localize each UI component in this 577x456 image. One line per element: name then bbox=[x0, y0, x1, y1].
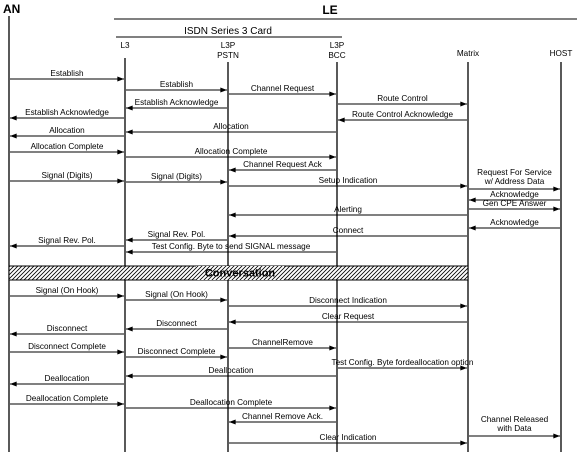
message-label-19: Alerting bbox=[334, 205, 362, 214]
l3p-pstn-header-line2: PSTN bbox=[217, 51, 239, 60]
an-header: AN bbox=[3, 2, 20, 16]
message-label-34: Test Config. Byte fordeallocation option bbox=[331, 358, 473, 367]
message-label-18: Gen CPE Answer bbox=[483, 199, 547, 208]
message-label-32: Disconnect Complete bbox=[28, 342, 106, 351]
message-label-9: Allocation bbox=[49, 126, 85, 135]
le-header: LE bbox=[322, 3, 337, 17]
message-label-5: Establish Acknowledge bbox=[135, 98, 219, 107]
message-label-8: Allocation bbox=[213, 122, 249, 131]
l3p-pstn-header-line1: L3P bbox=[221, 41, 236, 50]
message-label-38: Deallocation Complete bbox=[190, 398, 273, 407]
message-label-21: Connect bbox=[333, 226, 364, 235]
message-label-24: Test Config. Byte to send SIGNAL message bbox=[152, 242, 311, 251]
message-label-39: Channel Remove Ack. bbox=[242, 412, 323, 421]
card-header: ISDN Series 3 Card bbox=[184, 26, 272, 37]
message-label-11: Allocation Complete bbox=[195, 147, 268, 156]
conversation-banner-center bbox=[196, 266, 284, 280]
message-label-27: Disconnect Indication bbox=[309, 296, 387, 305]
message-label-17: Acknowledge bbox=[490, 190, 539, 199]
message-label-23: Signal Rev. Pol. bbox=[38, 236, 96, 245]
message-label-7: Route Control Acknowledge bbox=[352, 110, 453, 119]
l3-header: L3 bbox=[120, 41, 130, 50]
message-label-15: Setup Indication bbox=[319, 176, 378, 185]
message-label-1: Establish bbox=[50, 69, 84, 78]
message-label-29: Disconnect bbox=[156, 319, 197, 328]
message-label-10: Allocation Complete bbox=[31, 142, 104, 151]
message-label-12: Channel Request Ack bbox=[243, 160, 323, 169]
message-label-35: Deallocation bbox=[208, 366, 254, 375]
message-label-25: Signal (On Hook) bbox=[36, 286, 99, 295]
l3p-bcc-header-line1: L3P bbox=[330, 41, 345, 50]
host-header: HOST bbox=[550, 49, 573, 58]
message-label-20: Acknowledge bbox=[490, 218, 539, 227]
message-label-41: Clear Indication bbox=[320, 433, 377, 442]
message-label-13: Signal (Digits) bbox=[42, 171, 93, 180]
message-label-14: Signal (Digits) bbox=[151, 172, 202, 181]
message-label-33: Disconnect Complete bbox=[138, 347, 216, 356]
l3p-bcc-header-line2: BCC bbox=[328, 51, 345, 60]
conversation-label: Conversation bbox=[205, 268, 276, 280]
message-label-4: Route Control bbox=[377, 94, 428, 103]
message-label-28: Clear Request bbox=[322, 312, 375, 321]
message-label-36: Deallocation bbox=[44, 374, 90, 383]
message-label-3: Channel Request bbox=[251, 84, 315, 93]
message-label-2: Establish bbox=[160, 80, 194, 89]
message-label-26: Signal (On Hook) bbox=[145, 290, 208, 299]
message-label-31: ChannelRemove bbox=[252, 338, 313, 347]
message-label-30: Disconnect bbox=[47, 324, 88, 333]
matrix-header: Matrix bbox=[457, 49, 479, 58]
message-label-37: Deallocation Complete bbox=[26, 394, 109, 403]
message-label-22: Signal Rev. Pol. bbox=[148, 230, 206, 239]
message-label-6: Establish Acknowledge bbox=[25, 108, 109, 117]
